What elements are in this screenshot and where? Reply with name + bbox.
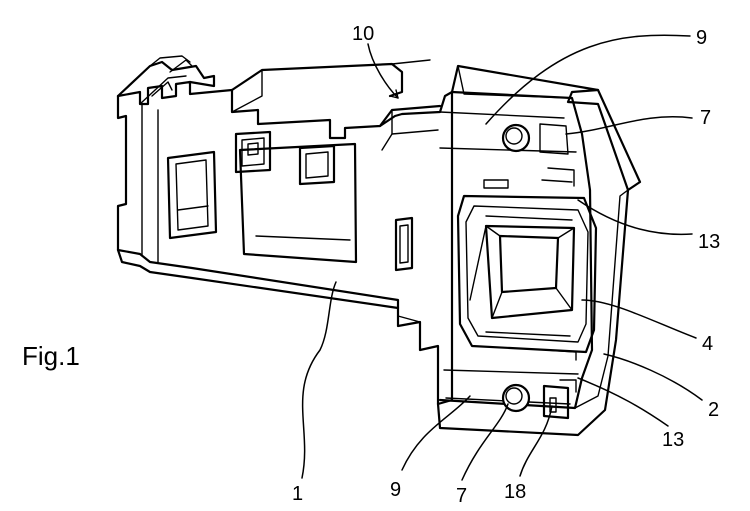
label-1: 1 [292,483,303,505]
label-7-bottom: 7 [456,485,467,507]
leader-13-upper [577,199,693,236]
coil-housing [436,64,642,437]
arrowhead-10 [389,89,399,99]
leader-2 [603,353,703,401]
leader-13-lower [577,377,669,427]
labels: 10 9 7 13 4 2 13 1 9 7 18 Fig.1 [22,23,720,507]
label-13-lower: 13 [662,429,684,451]
label-18: 18 [504,481,526,503]
label-2: 2 [708,399,719,421]
leader-18 [519,405,553,477]
frame-body [116,55,454,406]
leader-10 [367,43,399,99]
label-9-top: 9 [696,27,707,49]
leader-7-top [565,116,693,135]
label-13-upper: 13 [698,231,720,253]
label-4: 4 [702,333,713,355]
leader-lines [301,34,703,481]
leader-9-top [485,34,691,125]
figure-caption: Fig.1 [22,341,80,371]
leader-1 [301,281,337,479]
leader-9-bottom [401,395,471,471]
label-10: 10 [352,23,374,45]
leader-4 [581,299,697,339]
label-7-top: 7 [700,107,711,129]
leader-7-bottom [461,403,509,481]
label-9-bottom: 9 [390,479,401,501]
